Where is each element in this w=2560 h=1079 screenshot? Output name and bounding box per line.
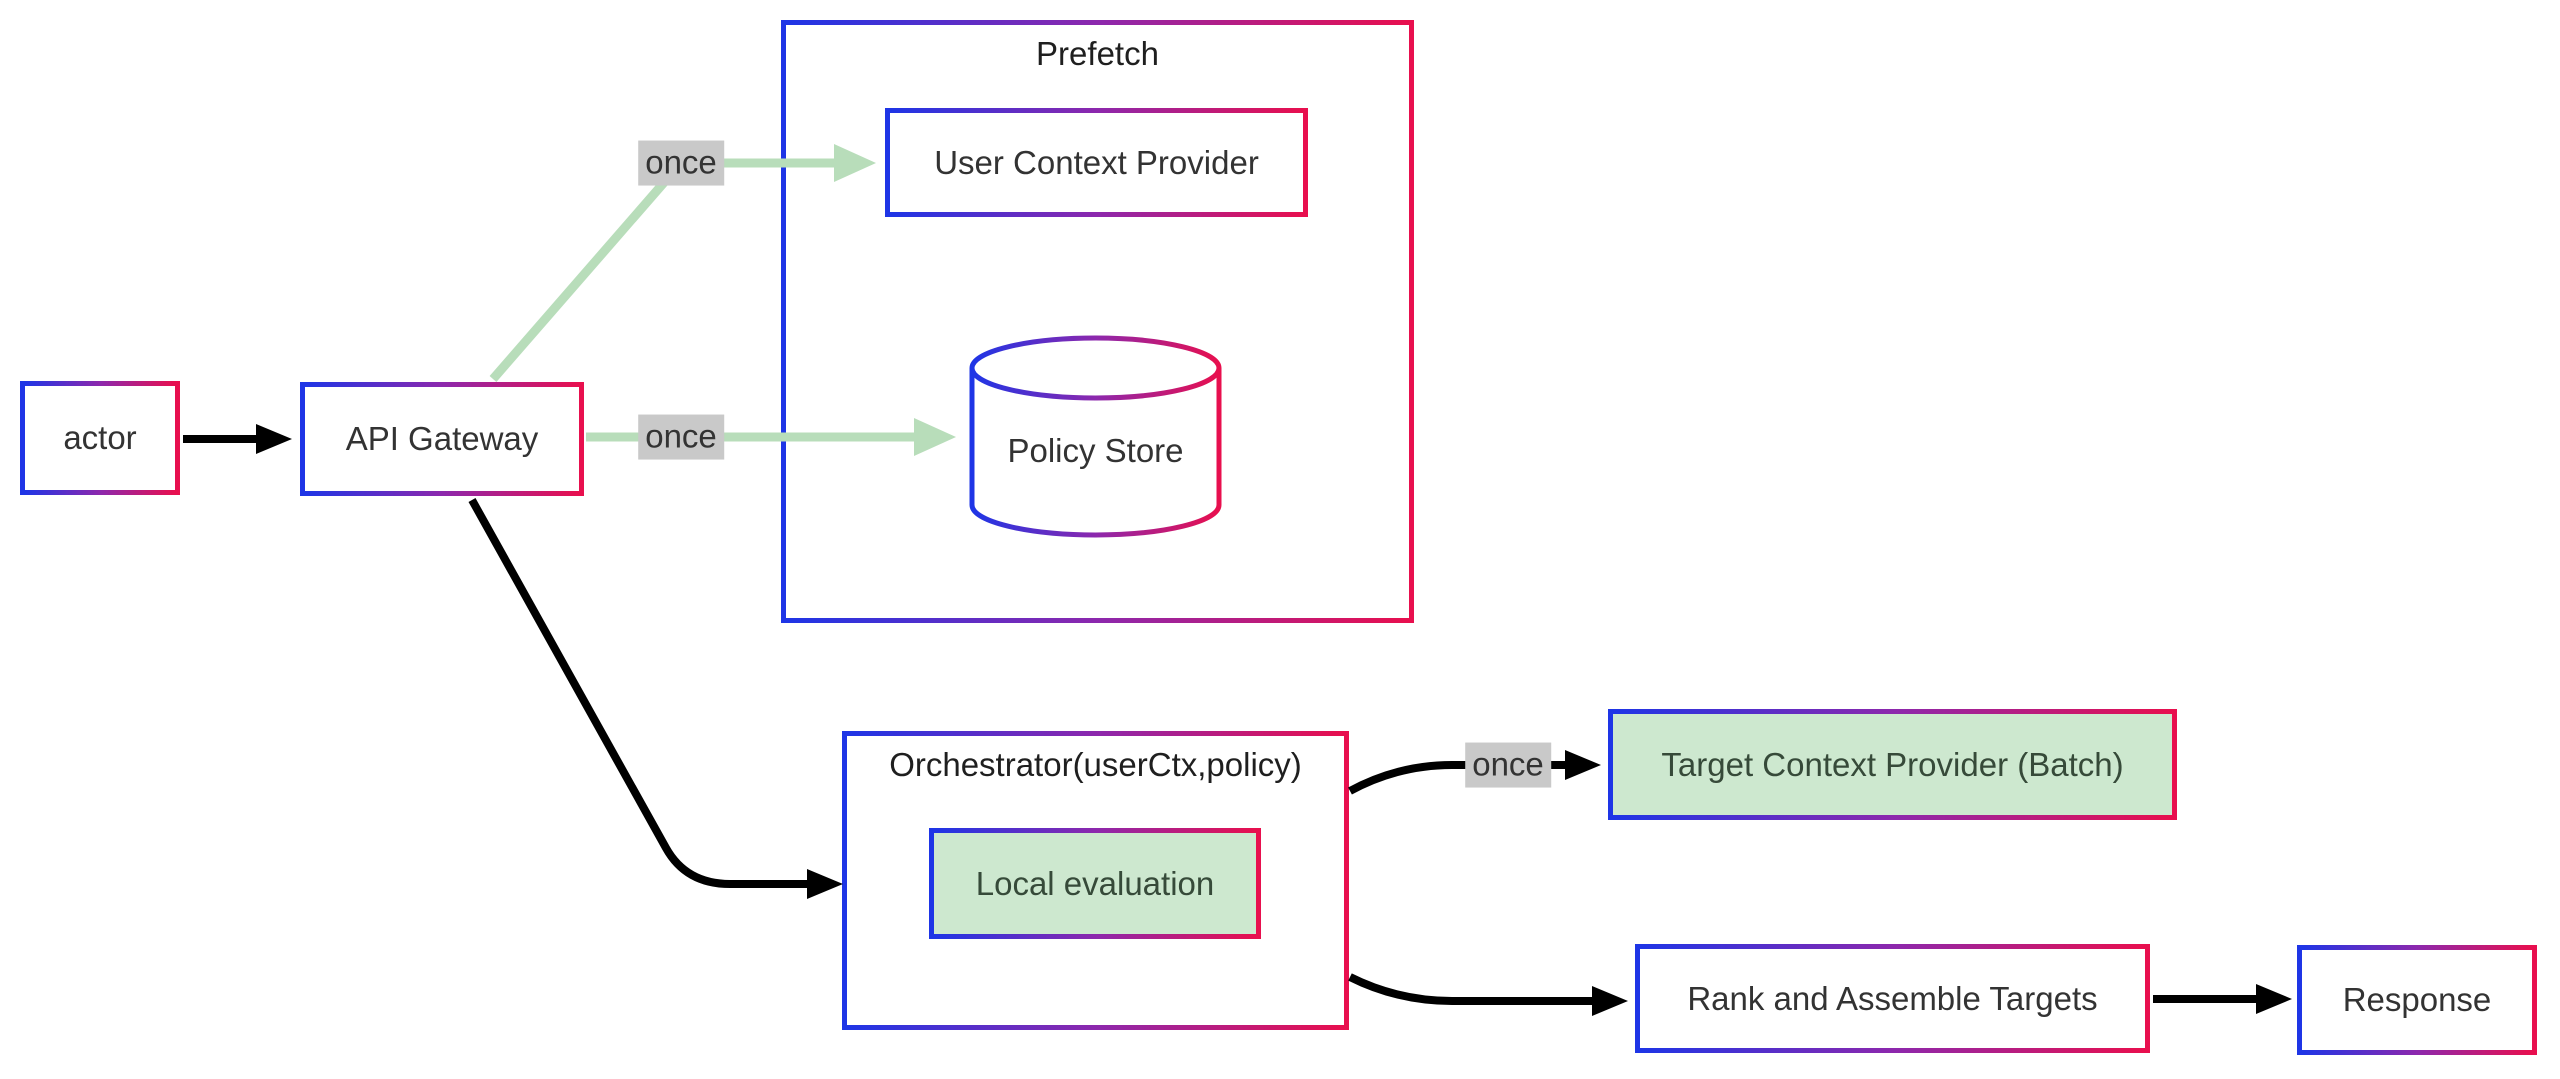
node-policy-store-label: Policy Store xyxy=(1007,432,1184,469)
node-user-context-provider-label: User Context Provider xyxy=(934,143,1259,181)
orchestrator-container-title: Orchestrator(userCtx,policy) xyxy=(889,746,1302,783)
policy-store-cylinder-shape xyxy=(969,335,1222,538)
edge-label-once-policy-store: once xyxy=(638,414,724,460)
node-user-context-provider: User Context Provider xyxy=(885,108,1308,217)
node-target-context-provider-label: Target Context Provider (Batch) xyxy=(1661,745,2124,783)
node-rank-and-assemble-label: Rank and Assemble Targets xyxy=(1687,979,2098,1017)
node-local-evaluation-label: Local evaluation xyxy=(975,864,1215,902)
node-api-gateway-label: API Gateway xyxy=(345,420,539,457)
prefetch-container-title: Prefetch xyxy=(1036,35,1159,72)
edge-orchestrator-to-rank-and-assemble xyxy=(1348,973,1628,1016)
edge-label-once-target-context: once xyxy=(1465,742,1551,788)
edge-api-gateway-to-user-context-provider xyxy=(489,144,876,382)
node-api-gateway: API Gateway xyxy=(300,382,584,496)
node-rank-and-assemble: Rank and Assemble Targets xyxy=(1635,944,2150,1053)
node-local-evaluation: Local evaluation xyxy=(929,828,1261,939)
edge-api-gateway-to-orchestrator xyxy=(468,498,843,899)
node-actor-label: actor xyxy=(63,419,137,456)
node-target-context-provider: Target Context Provider (Batch) xyxy=(1608,709,2177,820)
node-actor: actor xyxy=(20,381,180,495)
edge-label-once-user-context: once xyxy=(638,140,724,186)
node-response: Response xyxy=(2297,945,2537,1055)
node-response-label: Response xyxy=(2342,981,2492,1018)
edge-orchestrator-to-target-context-provider xyxy=(1348,750,1601,795)
orchestrator-container: Orchestrator(userCtx,policy) xyxy=(842,731,1349,1030)
